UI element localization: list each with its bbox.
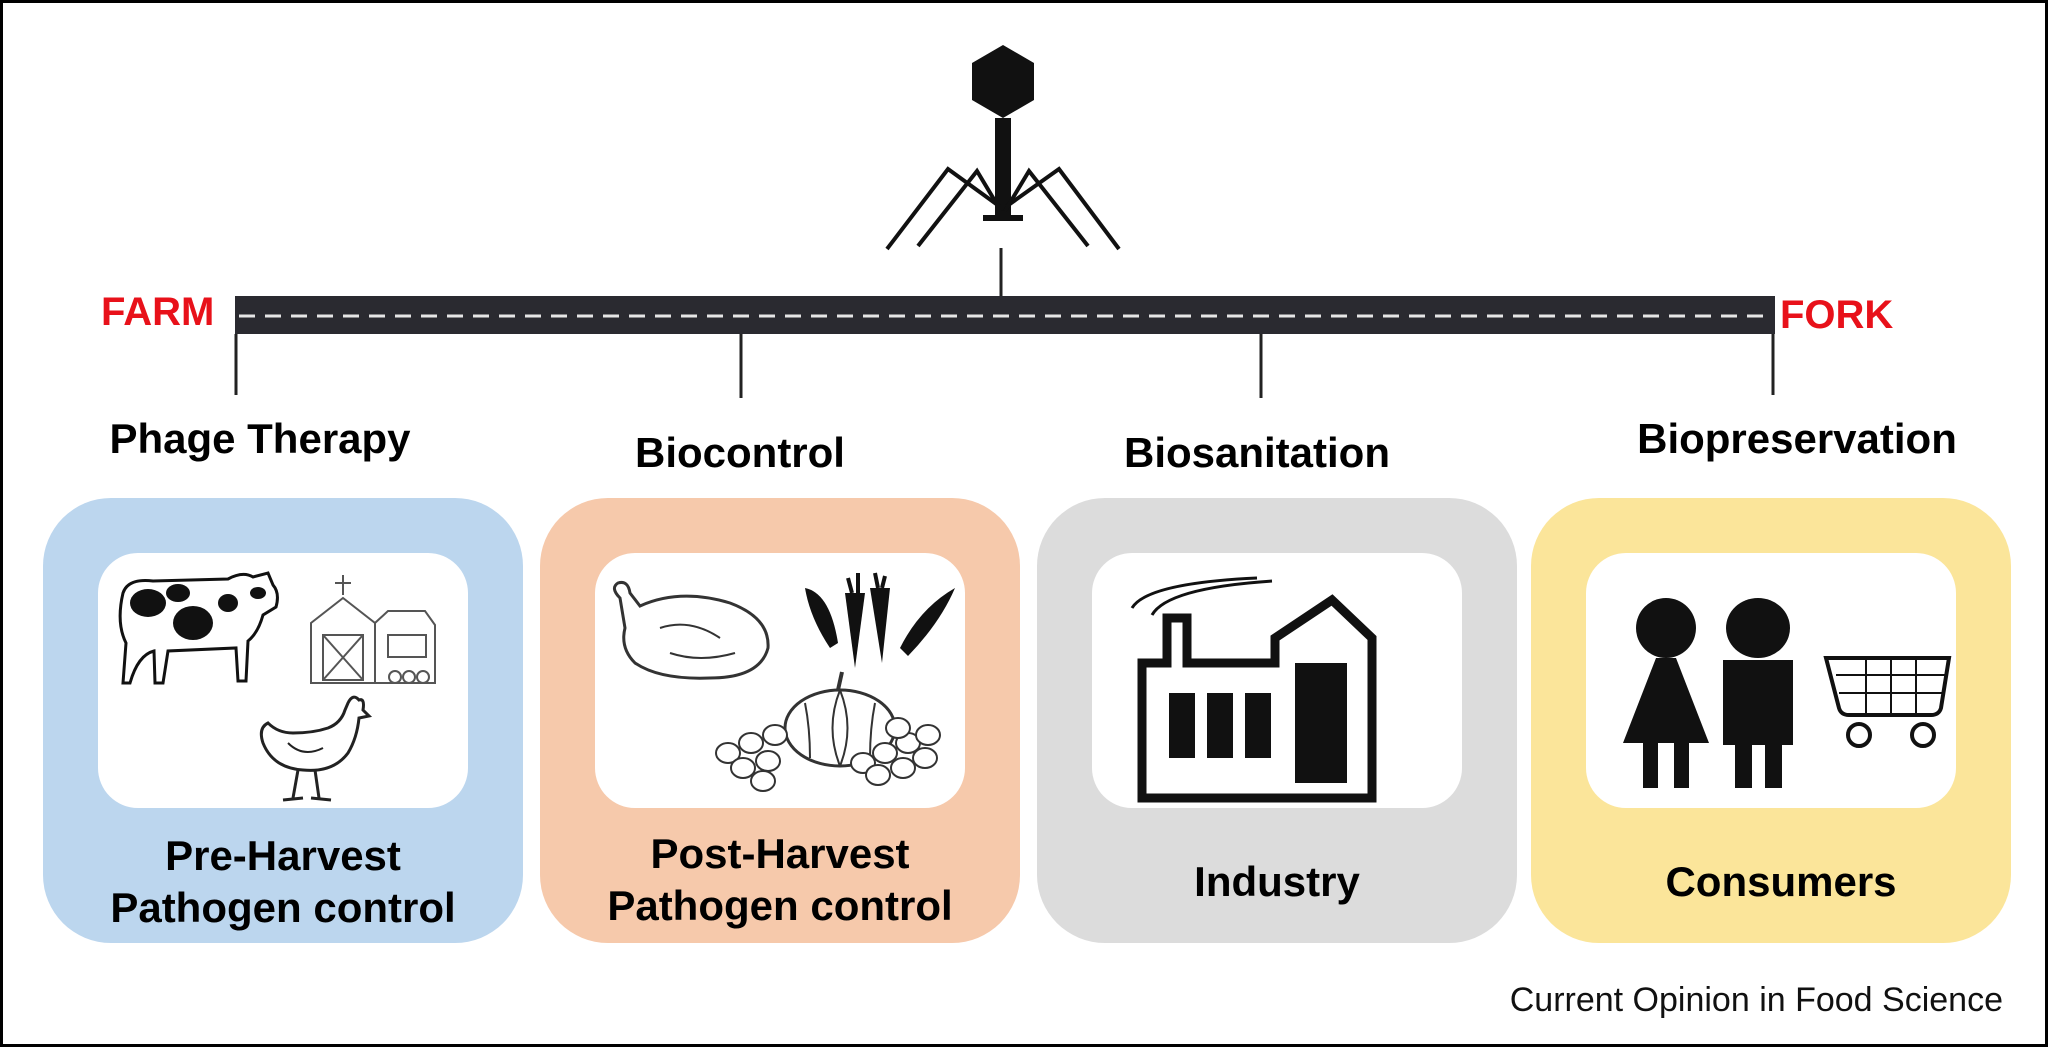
stage-label-phage-therapy: Phage Therapy — [109, 415, 411, 462]
cow-icon — [118, 571, 279, 685]
barn-icon — [310, 575, 436, 684]
consumers-box: Consumers — [1531, 498, 2011, 943]
caption-line-1: Consumers — [1665, 858, 1897, 905]
consumers-illustration — [1586, 553, 1956, 808]
post-harvest-caption: Post-Harvest Pathogen control — [540, 828, 1020, 932]
grapes-icon — [715, 717, 941, 792]
caption-line-1: Industry — [1194, 858, 1360, 905]
stage-label-biocontrol: Biocontrol — [635, 429, 845, 476]
shopping-cart-icon — [1823, 656, 1952, 748]
industry-box: Industry — [1037, 498, 1517, 943]
pre-harvest-caption: Pre-Harvest Pathogen control — [43, 830, 523, 934]
caption-line-1: Pre-Harvest — [165, 832, 401, 879]
roast-chicken-icon — [613, 581, 770, 680]
man-icon — [1723, 598, 1793, 788]
farm-label: FARM — [101, 290, 215, 334]
chicken-icon — [259, 695, 373, 802]
industry-caption: Industry — [1037, 856, 1517, 908]
bacteriophage-icon — [885, 45, 1121, 251]
post-harvest-box: Post-Harvest Pathogen control — [540, 498, 1020, 943]
road — [234, 248, 1775, 398]
caption-line-2: Pathogen control — [110, 884, 456, 931]
stage-label-biosanitation: Biosanitation — [1123, 429, 1390, 476]
industry-illustration — [1092, 553, 1462, 808]
caption-line-1: Post-Harvest — [650, 830, 910, 877]
factory-icon — [1130, 576, 1377, 803]
post-harvest-illustration — [595, 553, 965, 808]
vegetables-icon — [805, 572, 955, 668]
pre-harvest-box: Pre-Harvest Pathogen control — [43, 498, 523, 943]
stage-label-biopreservation: Biopreservation — [1637, 415, 1957, 462]
pre-harvest-illustration — [98, 553, 468, 808]
woman-icon — [1623, 598, 1709, 788]
journal-credit: Current Opinion in Food Science — [1509, 981, 2003, 1019]
consumers-caption: Consumers — [1541, 856, 2021, 908]
caption-line-2: Pathogen control — [607, 882, 953, 929]
fork-label: FORK — [1780, 293, 1894, 337]
